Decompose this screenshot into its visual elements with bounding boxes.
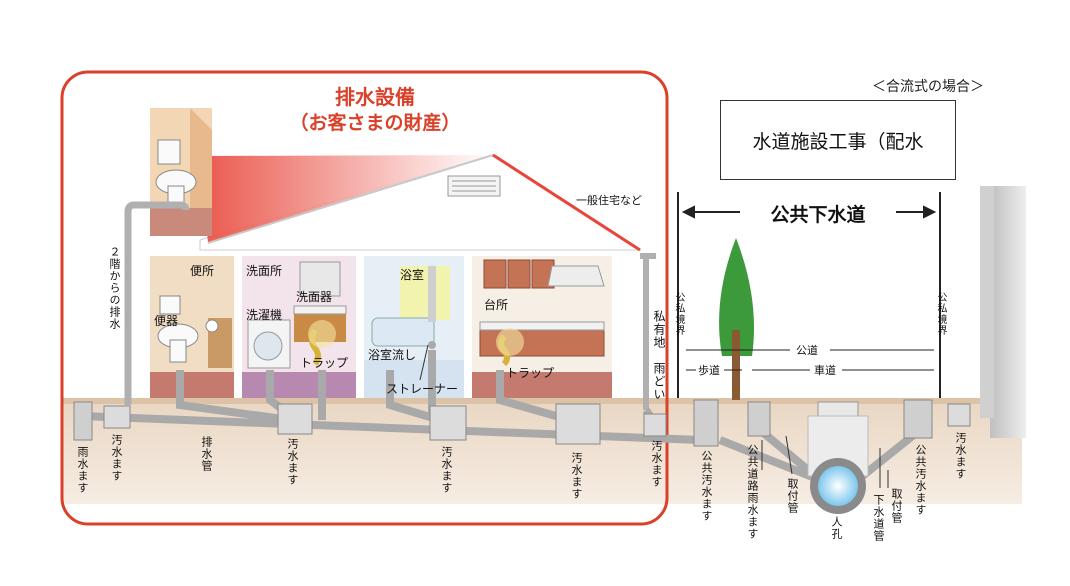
washbasin-label: 洗面器 — [296, 290, 333, 304]
toilet-bowl-label: 便器 — [154, 314, 179, 328]
boundary-lines — [677, 192, 941, 398]
strainer-label: ストレーナー — [386, 382, 459, 396]
manhole-structure — [807, 401, 869, 514]
public-sewage-basin-left-label: 公共汚水ます — [700, 450, 713, 522]
connection-pipe-left-label: 取付管 — [786, 478, 799, 514]
toilet-room-label: 便所 — [190, 264, 215, 278]
water-works-label: 水道施設工事（配水 — [752, 130, 924, 153]
rain-basin-label: 雨水ます — [76, 446, 89, 494]
manhole-label: 人孔 — [830, 516, 843, 540]
gutter-label: 雨どい — [652, 362, 666, 401]
tree — [719, 238, 754, 400]
basins — [73, 399, 971, 447]
sewage-basin-label-1: 汚水ます — [110, 434, 123, 482]
sewage-basin-label-2: 汚水ます — [286, 438, 299, 486]
washroom-label: 洗面所 — [246, 264, 283, 278]
water-works-box: 水道施設工事（配水 — [720, 100, 956, 180]
sewage-basin-label-4: 汚水ます — [570, 452, 583, 500]
room-toilet — [150, 256, 234, 398]
boundary-left-label: 公私境界 — [673, 292, 684, 336]
second-floor-toilet — [150, 108, 212, 236]
right-building — [980, 186, 1026, 438]
boundary-right-label: 公私境界 — [935, 292, 946, 336]
combined-system-note: ＜合流式の場合＞ — [872, 79, 984, 95]
public-road-rain-basin-label: 公共道路雨水ます — [746, 444, 759, 540]
main-title: 排水設備 — [335, 85, 415, 109]
sewage-basin-label-5: 汚水ます — [650, 440, 663, 488]
trap-label-2: トラップ — [506, 366, 555, 380]
sewer-pipe-label: 下水道管 — [872, 494, 885, 542]
room-kitchen — [472, 256, 612, 398]
public-sewer-title: 公共下水道 — [740, 200, 896, 227]
drain-pipe-label: 排水管 — [200, 436, 213, 472]
house-roof — [199, 153, 642, 252]
bath-drain-label: 浴室流し — [368, 348, 417, 362]
connection-pipe-right-label: 取付管 — [890, 488, 903, 524]
leader-lines — [419, 344, 889, 488]
bathroom-label: 浴室 — [400, 268, 425, 282]
kitchen-label: 台所 — [484, 298, 509, 312]
sidewalk-label: 歩道 — [698, 364, 720, 377]
room-washroom — [242, 256, 356, 398]
private-land-label: 私有地 — [652, 310, 666, 349]
sub-title: （お客さまの財産） — [289, 112, 461, 134]
public-road-label: 公道 — [796, 344, 818, 357]
second-floor-drain-pipe — [124, 201, 190, 405]
trap-label-1: トラップ — [300, 356, 349, 370]
roadway-label: 車道 — [814, 364, 836, 377]
rain-gutter — [640, 253, 656, 410]
sewage-basin-label-3: 汚水ます — [440, 446, 453, 494]
public-sewage-basin-right-label: 公共汚水ます — [914, 444, 927, 516]
room-bathroom — [364, 256, 464, 398]
second-floor-drain-label: ２階からの排水 — [108, 246, 121, 330]
house-type-label: 一般住宅など — [576, 194, 642, 207]
washer-label: 洗濯機 — [246, 308, 283, 322]
private-property-frame — [60, 70, 669, 526]
sewage-basin-right-label: 汚水ます — [954, 432, 967, 480]
